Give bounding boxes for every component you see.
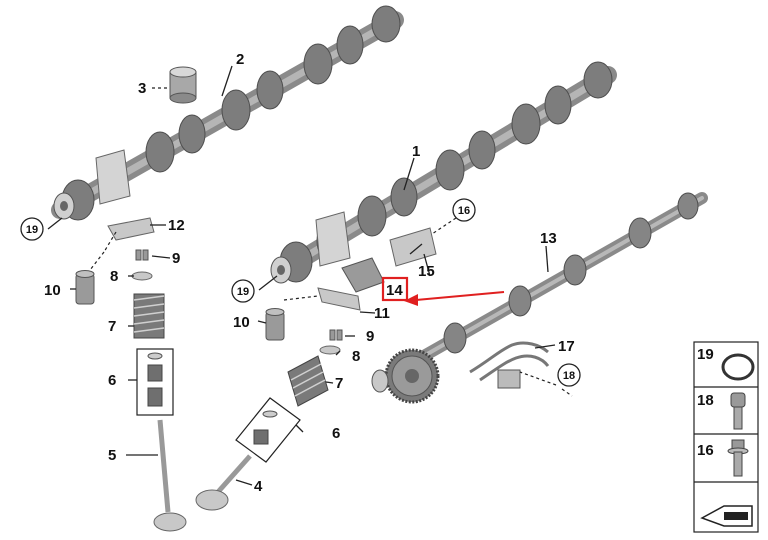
rocker-arm-12-left [107, 217, 155, 241]
callout-11: 11 [374, 305, 390, 322]
leader-lines [47, 65, 573, 486]
callout-10b: 10 [233, 314, 250, 331]
callout-19b: 19 [237, 286, 249, 298]
rocker-14 [341, 257, 385, 293]
callout-labels: 2 3 1 12 9 8 10 7 6 5 4 6 7 8 9 11 10 14… [44, 51, 575, 495]
clips-9-left [135, 249, 149, 261]
callout-10a: 10 [44, 282, 61, 299]
camshaft-2 [51, 5, 404, 221]
callout-9b: 9 [366, 328, 374, 345]
callout-9a: 9 [172, 250, 180, 267]
callout-8a: 8 [110, 268, 118, 285]
part-3-bushing [169, 66, 197, 104]
callout-5: 5 [108, 447, 116, 464]
callout-12: 12 [168, 217, 185, 234]
callout-2: 2 [236, 51, 244, 68]
callout-16: 16 [458, 205, 470, 217]
callout-13: 13 [540, 230, 557, 247]
ring-icon [721, 353, 755, 381]
spring-clip-17 [469, 341, 550, 389]
callout-14: 14 [386, 282, 403, 299]
spring-7-center [287, 355, 329, 407]
retainer-8-left [131, 271, 153, 281]
valve-4 [195, 454, 252, 511]
legend-label-18: 18 [697, 392, 714, 409]
tappet-10-left [75, 270, 95, 305]
clips-9-center [329, 329, 343, 341]
tappet-10-center [265, 308, 285, 341]
spring-7-left [133, 293, 165, 339]
callout-7a: 7 [108, 318, 116, 335]
callout-6b: 6 [332, 425, 340, 442]
bolt-icon [730, 392, 746, 430]
callout-15: 15 [418, 263, 435, 280]
callout-7b: 7 [335, 375, 343, 392]
seal-kit-6-left [136, 348, 174, 416]
legend-table: 19 18 16 [693, 341, 759, 533]
flange-bolt-icon [727, 439, 749, 477]
legend-label-19: 19 [697, 346, 714, 363]
retainer-8-center [319, 345, 341, 355]
callout-6a: 6 [108, 372, 116, 389]
circled-callouts: 19 19 16 18 [20, 198, 581, 387]
callout-3: 3 [138, 80, 146, 97]
sprocket [384, 348, 440, 404]
bracket-15 [389, 227, 437, 267]
camshaft-13 [371, 192, 708, 404]
legend-label-16: 16 [697, 442, 714, 459]
seal-kit-6-center [235, 397, 301, 463]
callout-17: 17 [558, 338, 575, 355]
rocker-arm-11 [317, 287, 361, 311]
callout-4: 4 [254, 478, 263, 495]
arrow-icon [700, 505, 753, 527]
camshaft-1 [270, 61, 617, 284]
valve-5 [153, 419, 187, 532]
callout-8b: 8 [352, 348, 360, 365]
callout-1: 1 [412, 143, 420, 160]
callout-18: 18 [563, 370, 575, 382]
callout-19a: 19 [26, 224, 38, 236]
